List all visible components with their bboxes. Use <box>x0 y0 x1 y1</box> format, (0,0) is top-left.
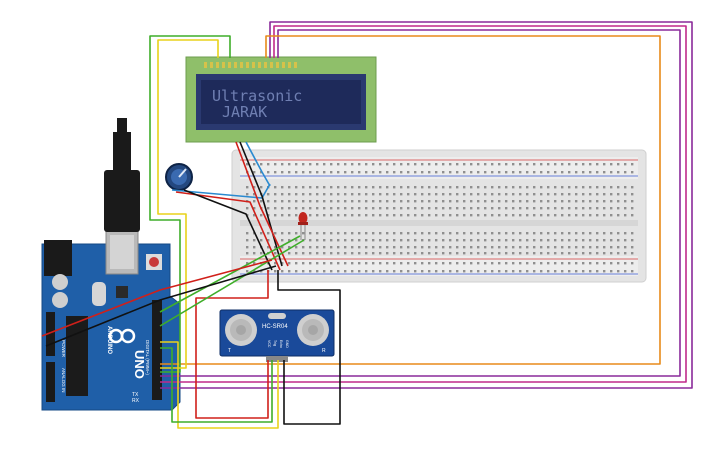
arduino-uno-board: UNO ARDUINO DIGITAL (PWM~) POWER ANALOG … <box>41 118 181 411</box>
arduino-model: UNO <box>132 350 147 379</box>
wire-green-led-2 <box>159 239 305 327</box>
sensor-left-mark: T <box>228 348 231 354</box>
lcd-line-2: JARAK <box>222 103 267 121</box>
power-label: POWER <box>61 340 66 358</box>
pin-trig: Trig <box>273 340 277 346</box>
wire-purple <box>160 21 693 389</box>
pin-vcc: VCC <box>267 340 271 348</box>
sensor-model: HC-SR04 <box>262 324 288 330</box>
breadboard <box>231 149 647 283</box>
wire-red-arduino <box>41 259 273 337</box>
arduino-logo <box>108 328 136 344</box>
power-header <box>46 312 55 356</box>
digital-label: DIGITAL (PWM~) <box>145 340 150 375</box>
wire-yellow-trig <box>160 341 279 429</box>
wire-black-gnd <box>277 270 341 425</box>
wire-black-arduino <box>45 265 277 347</box>
rx-label: RX <box>132 398 140 404</box>
usb-cable <box>104 170 140 232</box>
breadboard-holes <box>246 163 634 273</box>
analog-label: ANALOG IN <box>61 368 66 393</box>
lcd-display: Ultrasonic JARAK <box>185 56 377 143</box>
arduino-brand: ARDUINO <box>106 326 112 354</box>
wire-purple-2 <box>160 29 681 377</box>
ultrasonic-sensor: HC-SR04 T R VCC Trig Echo GND <box>219 309 335 362</box>
lcd-pin-header <box>204 62 297 68</box>
lcd-line-1: Ultrasonic <box>212 87 302 105</box>
wires <box>41 21 693 429</box>
wire-blue-lcd <box>245 141 271 187</box>
red-led <box>298 212 308 240</box>
wire-black-lcd <box>239 141 283 267</box>
digital-header <box>152 300 162 400</box>
wire-red-pot <box>175 191 281 271</box>
wire-red-lcd <box>235 141 289 267</box>
tx-label: TX <box>132 392 139 398</box>
wire-green-led <box>159 235 301 313</box>
wire-black-pot <box>183 189 273 271</box>
wire-yellow-lcd <box>157 39 219 369</box>
wire-green-lcd <box>149 35 231 373</box>
potentiometer[interactable] <box>165 163 193 191</box>
analog-header <box>46 362 55 402</box>
wire-orange <box>160 35 661 365</box>
pin-echo: Echo <box>279 340 283 348</box>
sensor-right-mark: R <box>322 348 326 354</box>
wire-green-echo <box>160 347 273 423</box>
wire-red-vcc <box>195 270 269 419</box>
pin-gnd: GND <box>285 340 289 348</box>
